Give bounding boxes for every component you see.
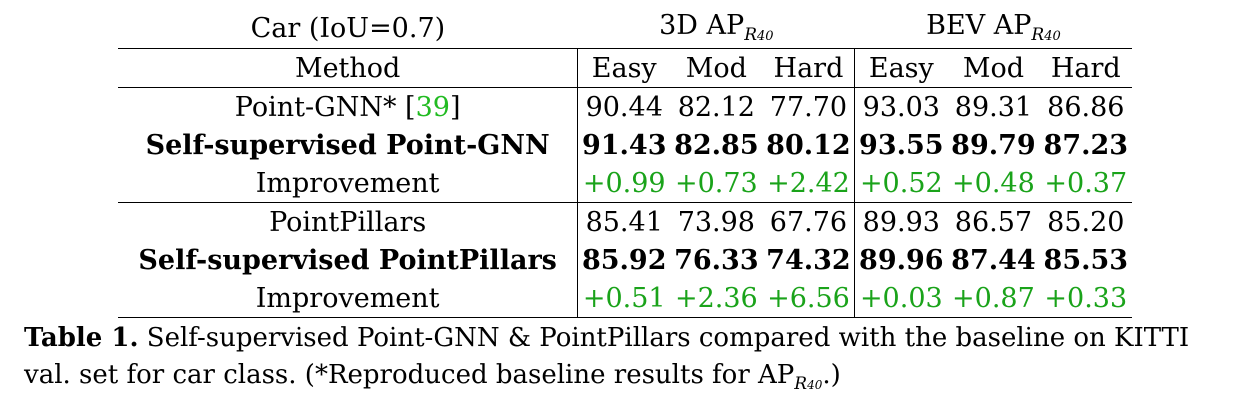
value-cell: 89.79 (951, 129, 1036, 161)
value-cell: +0.51 (577, 279, 671, 318)
value-cell: 91.43 (577, 126, 671, 164)
header-hard-bev: Hard (1039, 48, 1132, 88)
value-cell: +0.99 (577, 164, 671, 203)
value-cell: 85.53 (1043, 244, 1129, 276)
table-row: Point-GNN* [39] 90.44 82.12 77.70 93.03 … (118, 87, 1132, 126)
value-cell: +0.52 (854, 164, 948, 203)
value-cell: 86.57 (954, 206, 1033, 238)
table-row: Improvement +0.99 +0.73 +2.42 +0.52 +0.4… (118, 164, 1132, 203)
value-cell: +0.37 (1039, 164, 1132, 203)
header-mod-bev: Mod (947, 48, 1040, 88)
value-cell: 89.31 (954, 91, 1033, 123)
table-row: Self-supervised PointPillars 85.92 76.33… (118, 241, 1132, 279)
table-header-row-2: Method Easy Mod Hard Easy Mod Hard (118, 48, 1132, 88)
header-method: Method (118, 48, 578, 88)
value-cell: 87.44 (951, 244, 1036, 276)
method-cell: Point-GNN* [39] (234, 91, 461, 123)
value-cell: 80.12 (766, 129, 851, 161)
method-cell: PointPillars (269, 206, 427, 238)
value-cell: 67.76 (769, 206, 848, 238)
value-cell: 93.03 (854, 87, 948, 126)
value-cell: +6.56 (762, 279, 855, 318)
table-header-row-1: Car (IoU=0.7) 3D APR40 BEV APR40 (118, 8, 1132, 49)
header-hard-3d: Hard (762, 48, 855, 88)
value-cell: +0.87 (947, 279, 1040, 318)
value-cell: 87.23 (1043, 129, 1129, 161)
table-row: PointPillars 85.41 73.98 67.76 89.93 86.… (118, 202, 1132, 241)
header-3d-ap: 3D APR40 (659, 10, 774, 45)
value-cell: +2.42 (762, 164, 855, 203)
table-caption: Table 1. Self-supervised Point-GNN & Poi… (24, 320, 1224, 404)
value-cell: 85.41 (577, 202, 671, 241)
value-cell: +0.48 (947, 164, 1040, 203)
method-cell: Self-supervised Point-GNN (145, 129, 550, 161)
header-easy-bev: Easy (854, 48, 948, 88)
method-cell: Improvement (118, 164, 578, 203)
header-car-iou: Car (IoU=0.7) (250, 12, 446, 44)
table-row: Improvement +0.51 +2.36 +6.56 +0.03 +0.8… (118, 279, 1132, 318)
method-cell: Self-supervised PointPillars (138, 244, 557, 276)
value-cell: 93.55 (854, 126, 948, 164)
header-easy-3d: Easy (577, 48, 671, 88)
method-cell: Improvement (118, 279, 578, 318)
value-cell: 77.70 (769, 91, 848, 123)
header-mod-3d: Mod (670, 48, 763, 88)
value-cell: 89.96 (854, 241, 948, 279)
value-cell: 76.33 (674, 244, 759, 276)
value-cell: 74.32 (766, 244, 851, 276)
value-cell: +2.36 (670, 279, 763, 318)
value-cell: 86.86 (1047, 91, 1125, 123)
value-cell: +0.73 (670, 164, 763, 203)
value-cell: 73.98 (677, 206, 755, 238)
caption-label: Table 1. (24, 323, 139, 353)
caption-end: .) (822, 360, 841, 390)
value-cell: 85.20 (1047, 206, 1125, 238)
value-cell: 90.44 (577, 87, 671, 126)
value-cell: +0.33 (1039, 279, 1132, 318)
value-cell: 82.85 (674, 129, 759, 161)
value-cell: 89.93 (854, 202, 948, 241)
value-cell: 82.12 (677, 91, 755, 123)
value-cell: 85.92 (577, 241, 671, 279)
caption-subscript: R40 (794, 374, 823, 394)
header-bev-ap: BEV APR40 (926, 10, 1061, 45)
caption-text: Self-supervised Point-GNN & PointPillars… (24, 323, 1190, 390)
value-cell: +0.03 (854, 279, 948, 318)
citation-link[interactable]: 39 (415, 91, 450, 123)
table-row: Self-supervised Point-GNN 91.43 82.85 80… (118, 126, 1132, 164)
results-table: Car (IoU=0.7) 3D APR40 BEV APR40 Method … (118, 8, 1132, 318)
